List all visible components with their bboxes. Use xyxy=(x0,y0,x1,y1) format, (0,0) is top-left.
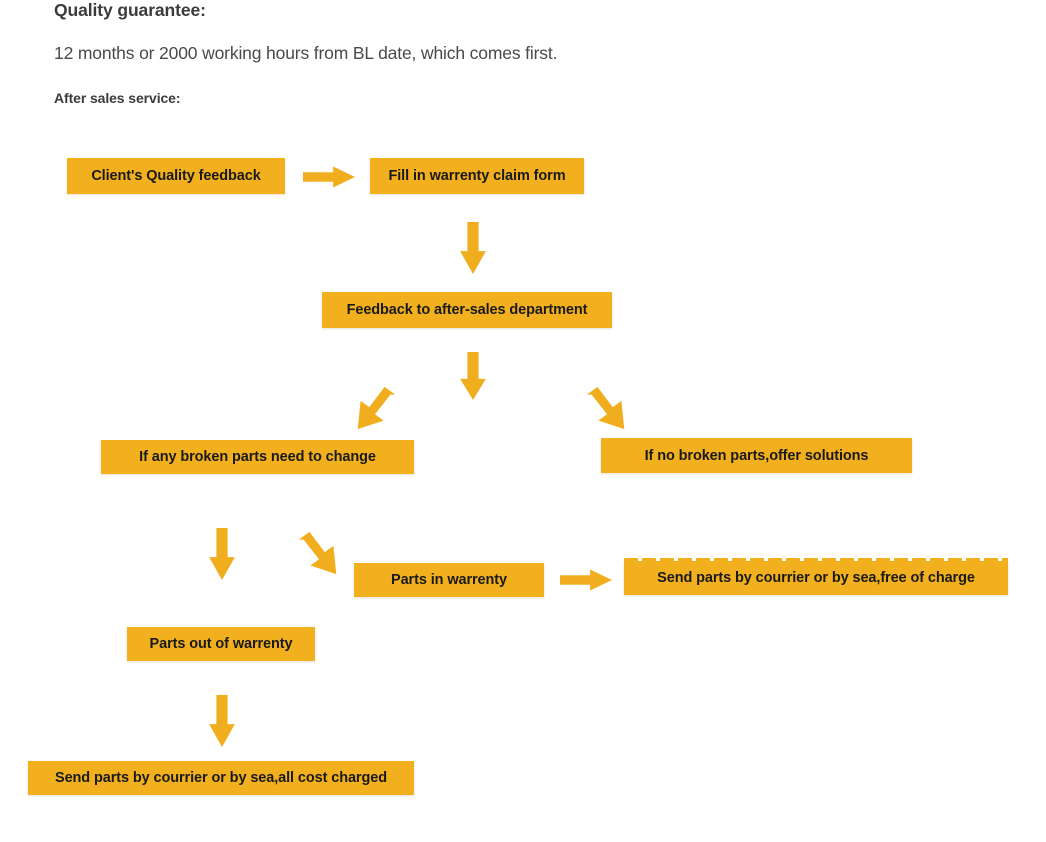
flow-node-n9: Send parts by courrier or by sea,all cos… xyxy=(28,761,414,795)
arrow-down-icon xyxy=(459,222,487,274)
arrow-right-icon xyxy=(303,165,355,189)
flow-node-label: Feedback to after-sales department xyxy=(346,302,588,318)
flow-node-label: Parts in warrenty xyxy=(391,572,507,588)
flow-node-label: Parts out of warrenty xyxy=(149,636,293,652)
flow-node-n7: Send parts by courrier or by sea,free of… xyxy=(624,558,1008,595)
flow-node-label: Fill in warrenty claim form xyxy=(388,168,566,184)
flow-node-n1: Client's Quality feedback xyxy=(67,158,285,194)
arrow-right-icon xyxy=(560,568,612,592)
flow-node-label: If any broken parts need to change xyxy=(139,449,376,465)
flow-node-n6: Parts in warrenty xyxy=(354,563,544,597)
arrow-down-left-icon xyxy=(348,385,402,433)
arrow-down-right-icon xyxy=(292,530,346,578)
flow-node-n8: Parts out of warrenty xyxy=(127,627,315,661)
arrow-down-right-icon xyxy=(580,385,634,433)
arrow-down-icon xyxy=(208,695,236,747)
flow-node-label: Client's Quality feedback xyxy=(91,168,261,184)
flow-node-label: If no broken parts,offer solutions xyxy=(644,447,869,464)
arrow-down-icon xyxy=(459,352,487,400)
flow-node-label: Send parts by courrier or by sea,free of… xyxy=(657,570,975,586)
flow-node-n3: Feedback to after-sales department xyxy=(322,292,612,328)
page-heading-quality-guarantee: Quality guarantee: xyxy=(54,0,206,20)
flow-node-n2: Fill in warrenty claim form xyxy=(370,158,584,194)
flow-node-n4: If any broken parts need to change xyxy=(101,440,414,474)
page-heading-after-sales-service: After sales service: xyxy=(54,90,181,106)
warranty-terms-text: 12 months or 2000 working hours from BL … xyxy=(54,43,558,63)
flow-node-n5: If no broken parts,offer solutions xyxy=(601,438,912,473)
flow-node-label: Send parts by courrier or by sea,all cos… xyxy=(55,770,387,786)
arrow-down-icon xyxy=(208,528,236,580)
